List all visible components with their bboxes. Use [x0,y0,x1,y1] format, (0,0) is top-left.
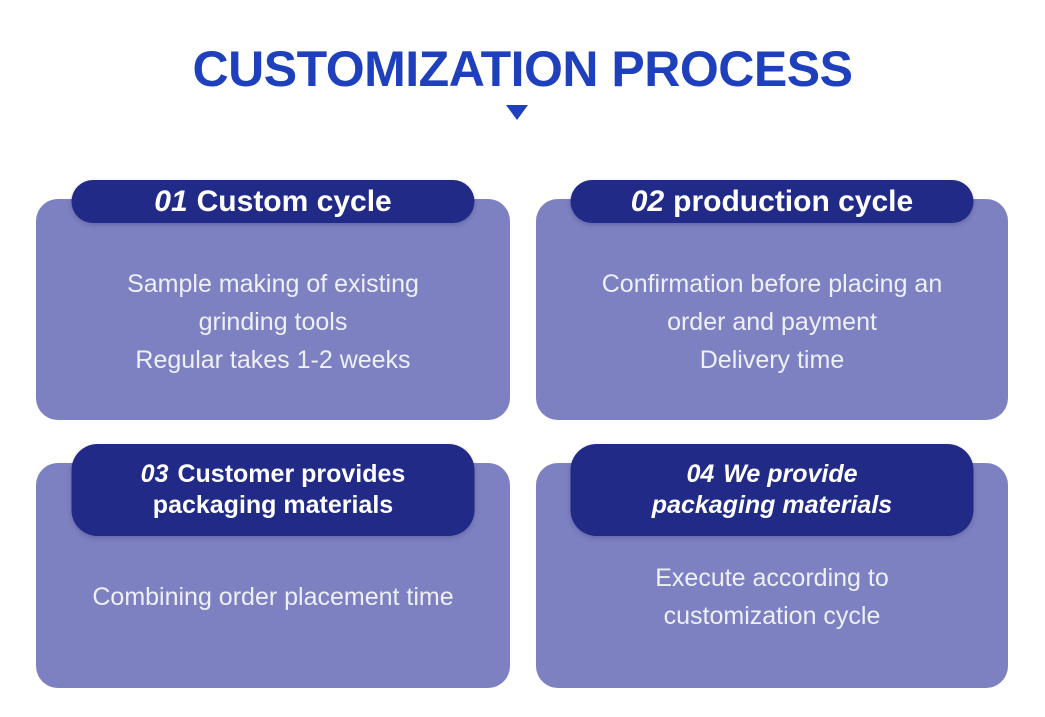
card-03-title-line2: packaging materials [152,491,394,519]
card-01-body-line: Regular takes 1-2 weeks [135,345,411,374]
card-04-number: 04 [686,460,715,488]
card-04-header: 04 We provide packaging materials [570,444,974,536]
card-03-header: 03 Customer provides packaging materials [71,444,475,536]
card-01-title: Custom cycle [196,184,392,218]
card-01-body: Sample making of existing grinding tools… [44,223,502,420]
card-01-number: 01 [154,184,188,218]
card-03-number: 03 [140,460,169,488]
card-02-body-line: Confirmation before placing an [601,269,943,298]
process-card-04: 04 We provide packaging materials Execute… [536,444,1008,688]
card-04-body-line: Execute according to [655,564,889,592]
card-01-body-line: grinding tools [198,307,348,336]
card-04-title-line2: packaging materials [651,491,893,519]
card-03-body-line: Combining order placement time [92,583,454,611]
card-02-title: production cycle [673,184,914,218]
card-02-body-line: order and payment [667,307,877,336]
card-01-body-line: Sample making of existing [127,269,419,298]
card-02-number: 02 [630,184,665,218]
page-title: CUSTOMIZATION PROCESS [192,41,853,97]
card-03-body: Combining order placement time [44,536,502,688]
card-04-body-line: customization cycle [663,602,881,630]
triangle-down-icon [505,105,528,120]
card-02-body-line: Delivery time [699,345,845,374]
card-02-body: Confirmation before placing an order and… [544,223,1000,420]
card-03-title: Customer provides [177,460,406,488]
card-04-title: We provide [723,460,858,488]
card-04-body: Execute according to customization cycle [544,536,1000,688]
